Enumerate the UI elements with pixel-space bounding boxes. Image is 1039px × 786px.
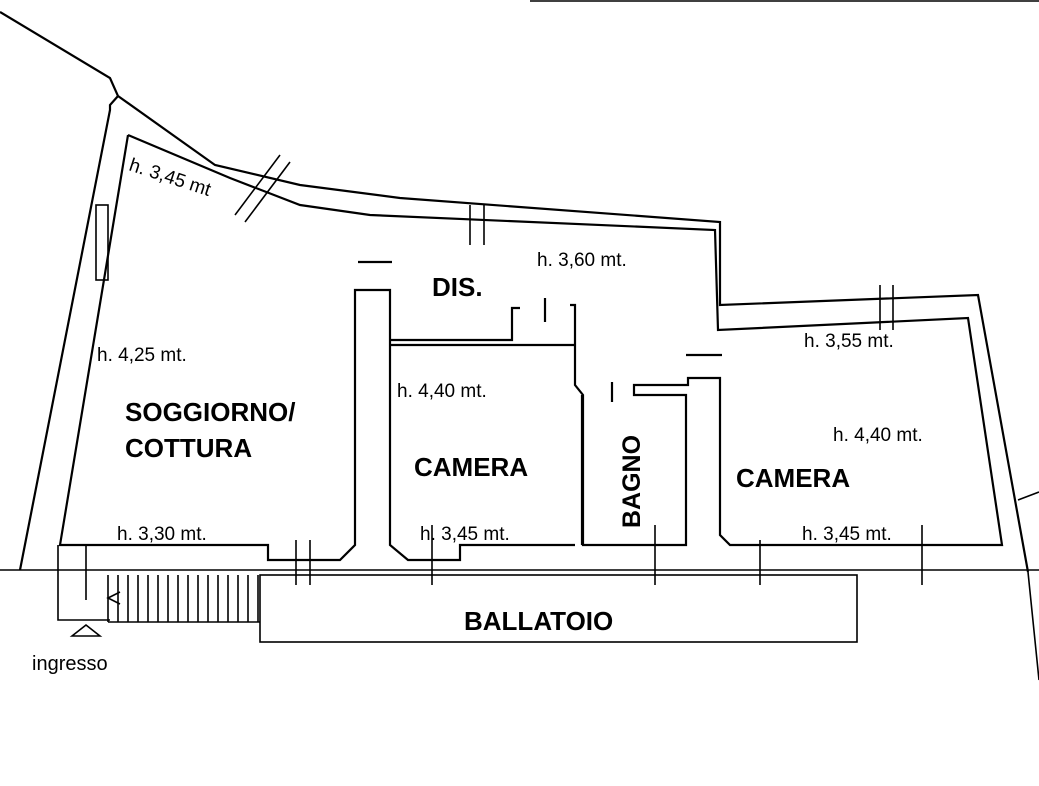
stair-arrow [106, 591, 121, 605]
height-label-bedroom-1: h. 4,40 mt. [397, 381, 487, 402]
height-label-hall: h. 3,60 mt. [537, 250, 627, 271]
window-west [95, 204, 109, 281]
room-label-hall: DIS. [432, 272, 483, 302]
height-label-bedroom-1-south: h. 3,45 mt. [420, 524, 510, 545]
room-label-bathroom: BAGNO [618, 435, 646, 528]
entry-passage [57, 545, 110, 621]
height-label-bedroom-2-south: h. 3,45 mt. [802, 524, 892, 545]
room-label-living-2: COTTURA [125, 433, 252, 463]
entrance-label: ingresso [32, 653, 108, 675]
room-label-bedroom-2: CAMERA [736, 463, 850, 493]
window-marker [234, 154, 923, 585]
site-edge [1017, 491, 1039, 681]
room-label-living: SOGGIORNO/ [125, 397, 295, 427]
height-label-living-west: h. 4,25 mt. [97, 345, 187, 366]
room-label-bedroom-1: CAMERA [414, 452, 528, 482]
outer-wall [0, 11, 1030, 573]
height-label-living-south: h. 3,30 mt. [117, 524, 207, 545]
room-label-balcony: BALLATOIO [464, 606, 613, 636]
entry-arrow-icon [69, 623, 103, 637]
stair-treads [107, 575, 259, 622]
height-label-bedroom-2: h. 4,40 mt. [833, 425, 923, 446]
balcony-outline [259, 574, 858, 643]
height-label-living-north: h. 3,45 mt [126, 155, 214, 201]
height-label-bedroom-2-north: h. 3,55 mt. [804, 331, 894, 352]
